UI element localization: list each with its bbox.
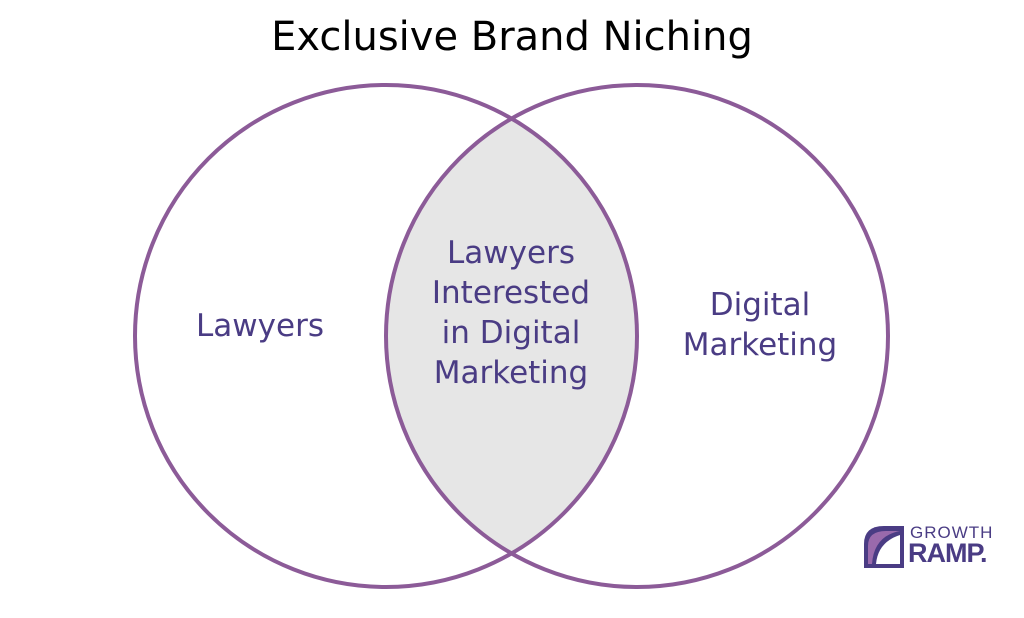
label-lawyers-text: Lawyers xyxy=(196,308,324,344)
logo-text-ramp: RAMP. xyxy=(908,538,988,568)
label-lawyers: Lawyers xyxy=(160,306,360,346)
overlap-line: Lawyers xyxy=(447,235,575,271)
marketing-line: Marketing xyxy=(682,327,838,363)
overlap-line: in Digital xyxy=(441,315,581,351)
digital-line: Digital xyxy=(709,287,811,323)
overlap-line: Marketing xyxy=(433,355,589,391)
logo-text-growth: GROWTH xyxy=(910,523,994,542)
growth-ramp-logo: GROWTH RAMP. xyxy=(860,522,1000,572)
label-digital-marketing: Digital Marketing xyxy=(650,285,870,365)
overlap-region xyxy=(386,85,637,587)
circle-digital-marketing xyxy=(384,83,890,589)
diagram-title: Exclusive Brand Niching xyxy=(271,14,753,60)
circle-lawyers xyxy=(133,83,639,589)
overlap-line: Interested xyxy=(431,275,591,311)
ramp-logo-icon xyxy=(864,526,904,568)
label-overlap: Lawyers Interested in Digital Marketing xyxy=(400,233,622,393)
